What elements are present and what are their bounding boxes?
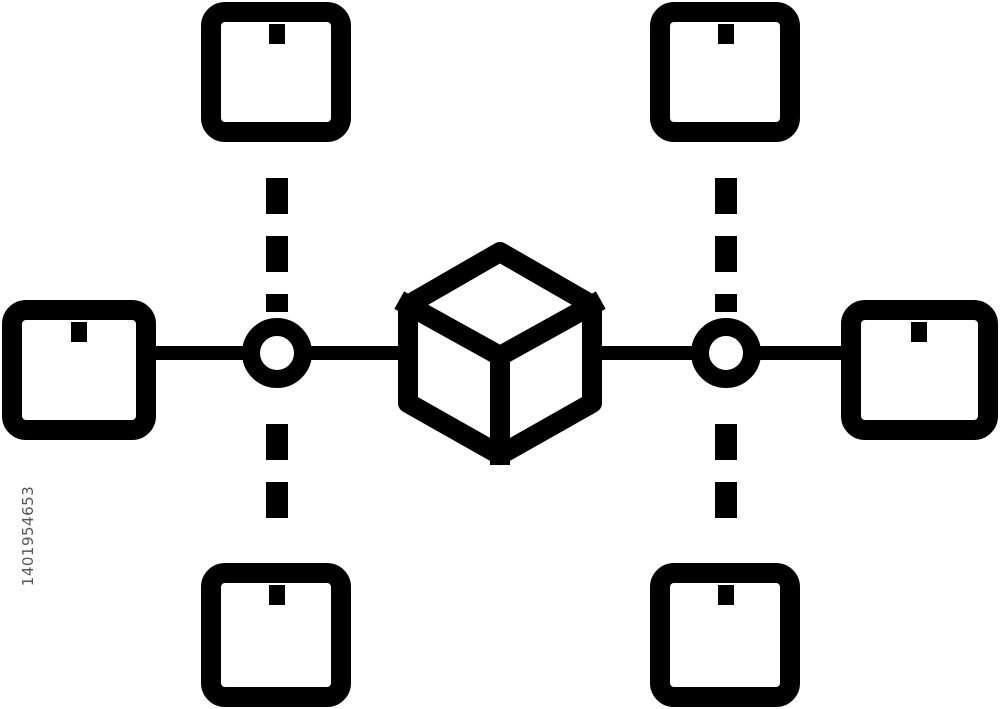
package-box-icon (841, 300, 998, 440)
circle-node-icon (691, 318, 761, 388)
package-box-icon (201, 2, 351, 142)
circle-node-icon (242, 318, 312, 388)
cube-icon (394, 242, 606, 465)
package-box-icon (2, 300, 156, 440)
package-box-icon (201, 563, 351, 707)
package-box-icon (650, 563, 800, 707)
package-box-icon (650, 2, 800, 142)
